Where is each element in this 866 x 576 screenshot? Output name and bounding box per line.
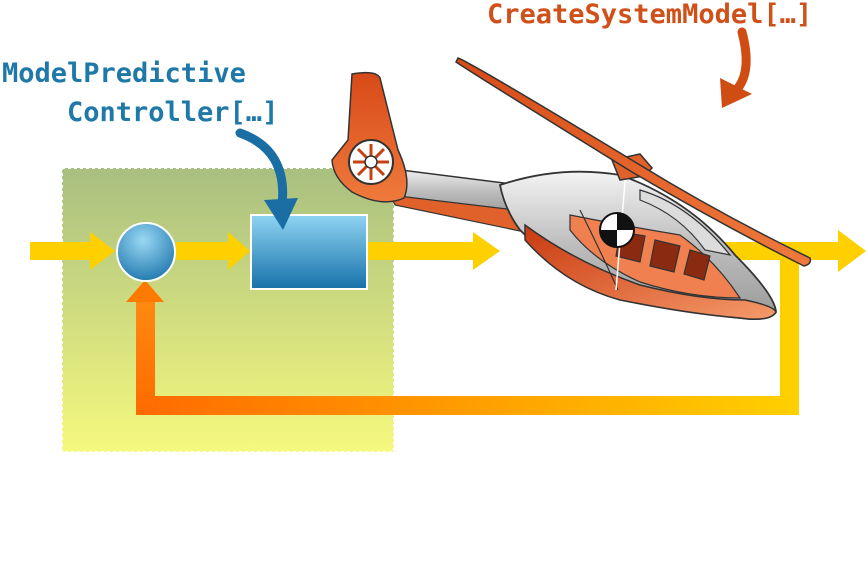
helicopter-illustration: [331, 57, 812, 321]
controller-callout-arrow: [235, 128, 298, 230]
center-of-gravity-icon: [599, 169, 635, 291]
helicopter-cockpit: [639, 189, 732, 256]
input-arrow: [30, 232, 115, 270]
controller-label-line2: Controller[…]: [67, 97, 279, 128]
controller-label-line1: ModelPredictive: [2, 58, 246, 89]
system-model-callout-arrow: [720, 27, 752, 108]
control-signal-arrow: [367, 232, 500, 270]
controller-block: [250, 214, 368, 290]
helicopter-window: [683, 249, 711, 281]
helicopter-window: [649, 239, 681, 273]
system-model-label: CreateSystemModel[…]: [487, 0, 813, 30]
main-rotor-blade: [455, 57, 812, 267]
feedback-loop: [126, 251, 799, 415]
summing-junction: [116, 222, 176, 282]
error-signal-arrow: [176, 232, 250, 270]
